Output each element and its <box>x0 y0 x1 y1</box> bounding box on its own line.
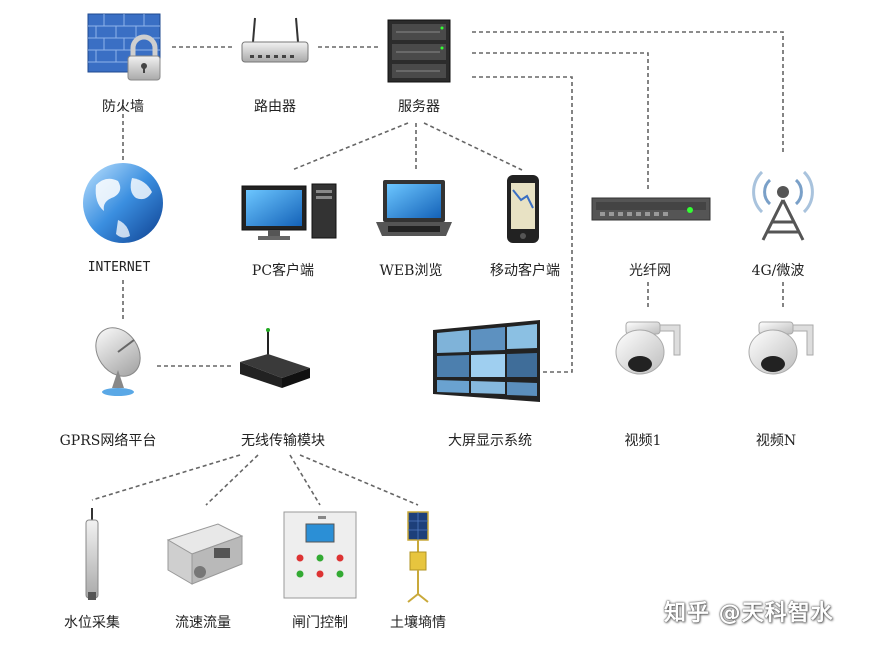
label-mobile-client: 移动客户端 <box>490 263 560 279</box>
gate-control-cabinet-icon <box>283 511 357 599</box>
connector-server-pc <box>291 122 409 171</box>
label-flow-speed: 流速流量 <box>175 615 231 631</box>
label-internet: INTERNET <box>87 260 151 275</box>
wireless-module-icon <box>240 328 310 388</box>
connector-server-fiber <box>472 52 649 190</box>
router-icon <box>241 17 309 63</box>
ptz-camera-icon <box>748 321 814 375</box>
connector-server-bigscreen <box>472 76 573 373</box>
label-gate-control: 闸门控制 <box>292 615 348 631</box>
watermark: 知乎 @天科智水 <box>664 601 834 626</box>
label-soil-moisture: 土壤墒情 <box>390 615 446 631</box>
label-video-n: 视频N <box>755 433 797 449</box>
label-pc-client: PC客户端 <box>251 263 315 279</box>
mobile-phone-icon <box>507 175 539 243</box>
label-water-level: 水位采集 <box>64 615 120 631</box>
connector-module-water <box>91 454 241 501</box>
label-gprs-platform: GPRS网络平台 <box>59 433 157 449</box>
server-icon <box>387 19 451 83</box>
connector-server-4g <box>472 31 784 155</box>
label-video-1: 视频1 <box>624 433 662 449</box>
laptop-icon <box>376 180 452 236</box>
satellite-dish-icon <box>95 327 141 396</box>
label-big-screen: 大屏显示系统 <box>448 433 532 449</box>
internet-globe-icon <box>83 163 163 243</box>
label-server: 服务器 <box>398 99 440 115</box>
video-wall-icon <box>433 320 540 402</box>
label-router: 路由器 <box>254 99 296 115</box>
connector-module-gate <box>289 454 321 506</box>
connector-module-flow <box>205 454 259 506</box>
connector-module-soil <box>299 454 419 506</box>
soil-moisture-station-icon <box>407 511 429 603</box>
wireless-tower-icon <box>752 170 814 241</box>
flow-meter-icon <box>166 523 244 585</box>
label-wireless-module: 无线传输模块 <box>241 433 325 449</box>
connectors <box>91 31 784 506</box>
water-level-sensor-icon <box>85 508 99 600</box>
connector-server-mobile <box>423 122 523 171</box>
label-4g-microwave: 4G/微波 <box>751 263 805 279</box>
firewall-icon <box>87 13 161 81</box>
fiber-switch-icon <box>591 197 711 221</box>
ptz-camera-icon <box>615 321 681 375</box>
label-firewall: 防火墙 <box>102 99 144 115</box>
pc-icon <box>241 183 337 240</box>
label-fiber-network: 光纤网 <box>629 263 671 279</box>
label-web-browse: WEB浏览 <box>379 263 443 279</box>
